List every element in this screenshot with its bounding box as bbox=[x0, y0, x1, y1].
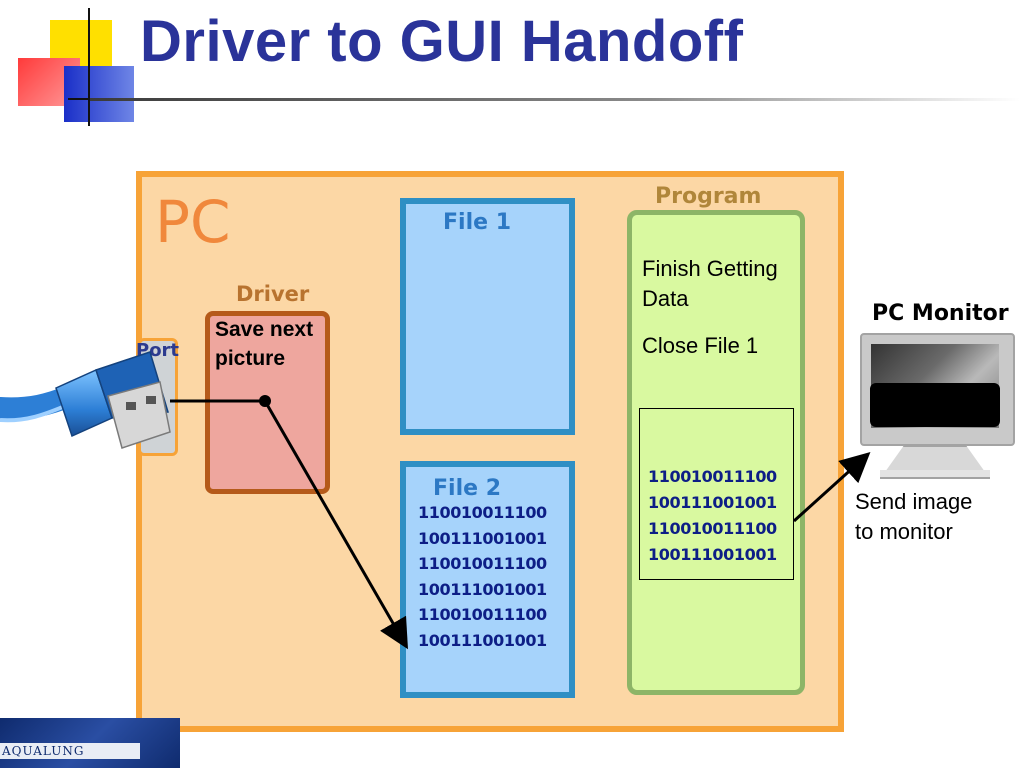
decor-blue-square bbox=[64, 66, 134, 122]
binary-line: 100111001001 bbox=[418, 579, 547, 599]
program-box bbox=[627, 210, 805, 695]
file2-binary-data: 110010011100 100111001001 110010011100 1… bbox=[418, 500, 547, 654]
binary-line: 110010011100 bbox=[418, 605, 547, 625]
arrow-to-file2 bbox=[263, 400, 408, 650]
decor-vertical-line bbox=[88, 8, 90, 126]
program-binary-data: 110010011100 100111001001 110010011100 1… bbox=[648, 464, 777, 568]
send-label-line: to monitor bbox=[855, 519, 953, 544]
binary-line: 100111001001 bbox=[418, 630, 547, 650]
program-label: Program bbox=[655, 184, 762, 209]
file2-box bbox=[400, 461, 575, 698]
slide-title: Driver to GUI Handoff bbox=[140, 9, 744, 74]
driver-label: Driver bbox=[236, 282, 310, 306]
title-underline bbox=[90, 98, 1020, 101]
pc-label: PC bbox=[155, 188, 231, 256]
file2-label: File 2 bbox=[433, 476, 501, 501]
program-step-finish: Finish Getting Data bbox=[642, 254, 778, 314]
binary-line: 100111001001 bbox=[418, 528, 547, 548]
driver-text: Save next picture bbox=[215, 315, 345, 373]
binary-line: 110010011100 bbox=[418, 554, 547, 574]
send-image-label: Send image to monitor bbox=[855, 487, 972, 547]
driver-text-line: Save next bbox=[215, 318, 314, 341]
monitor-screen-bar bbox=[870, 383, 1000, 427]
binary-line: 100111001001 bbox=[648, 493, 777, 512]
logo-band bbox=[0, 743, 140, 759]
monitor-label: PC Monitor bbox=[872, 301, 1009, 326]
driver-text-line: picture bbox=[215, 347, 286, 370]
arrow-to-monitor bbox=[792, 451, 871, 523]
file1-label: File 1 bbox=[443, 210, 511, 235]
binary-line: 100111001001 bbox=[648, 545, 777, 564]
binary-line: 110010011100 bbox=[418, 503, 547, 522]
monitor-base bbox=[880, 470, 990, 479]
file1-box bbox=[400, 198, 575, 435]
program-data-box bbox=[639, 408, 794, 580]
binary-line: 110010011100 bbox=[648, 467, 777, 486]
program-step-close: Close File 1 bbox=[642, 333, 759, 358]
send-label-line: Send image bbox=[855, 489, 973, 514]
logo-text: AQUALUNG bbox=[2, 744, 85, 758]
usb-plug-icon bbox=[0, 351, 171, 449]
program-step-line: Data bbox=[642, 286, 689, 311]
binary-line: 110010011100 bbox=[648, 519, 777, 538]
program-step-line: Finish Getting bbox=[642, 256, 778, 281]
